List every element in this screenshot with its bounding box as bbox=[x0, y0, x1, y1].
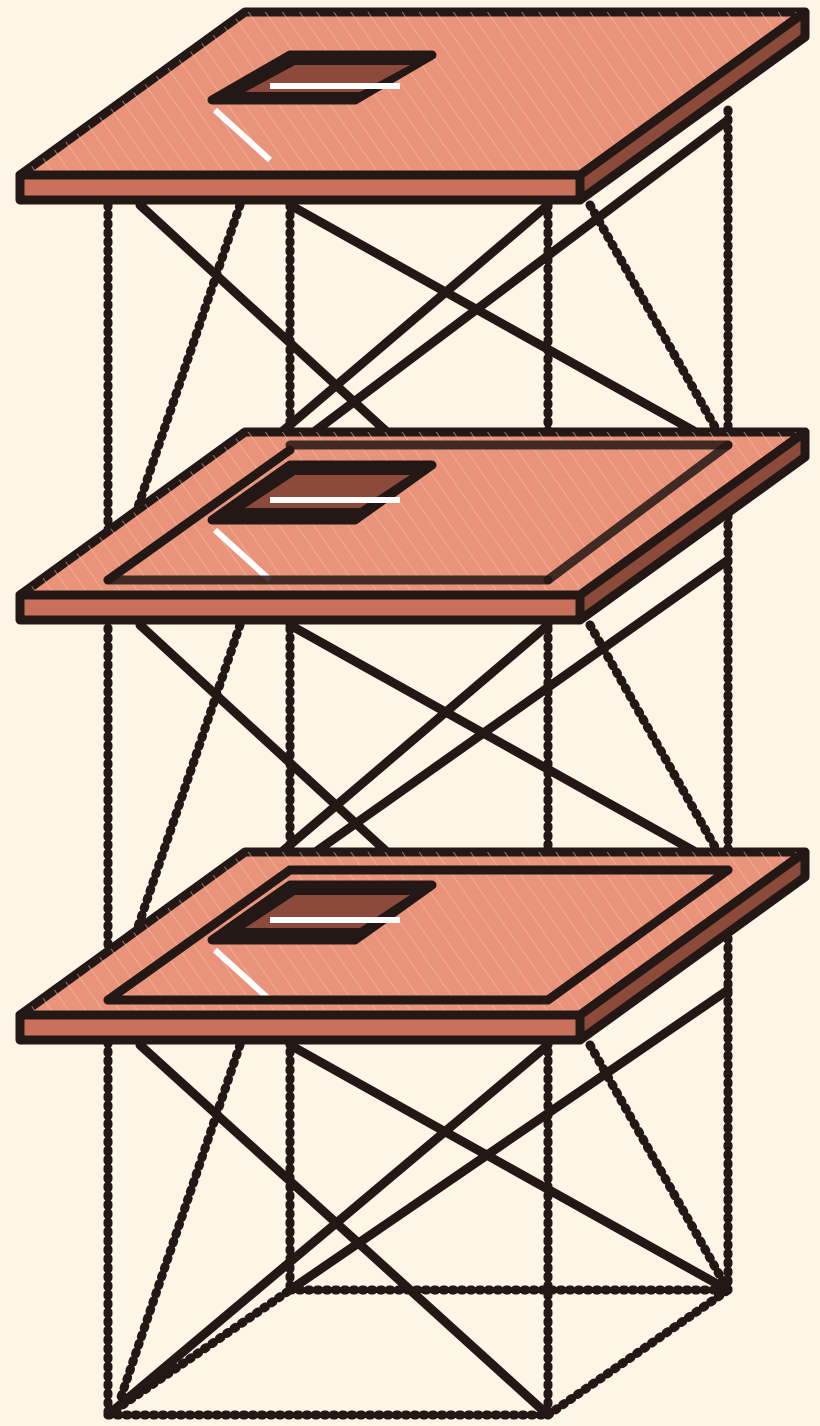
scaffold-frame bbox=[108, 110, 728, 1415]
brace-s3-f bbox=[120, 1045, 240, 1400]
platform-bottom bbox=[20, 852, 805, 1040]
platform-top bbox=[20, 12, 805, 200]
base-right bbox=[548, 1290, 728, 1415]
